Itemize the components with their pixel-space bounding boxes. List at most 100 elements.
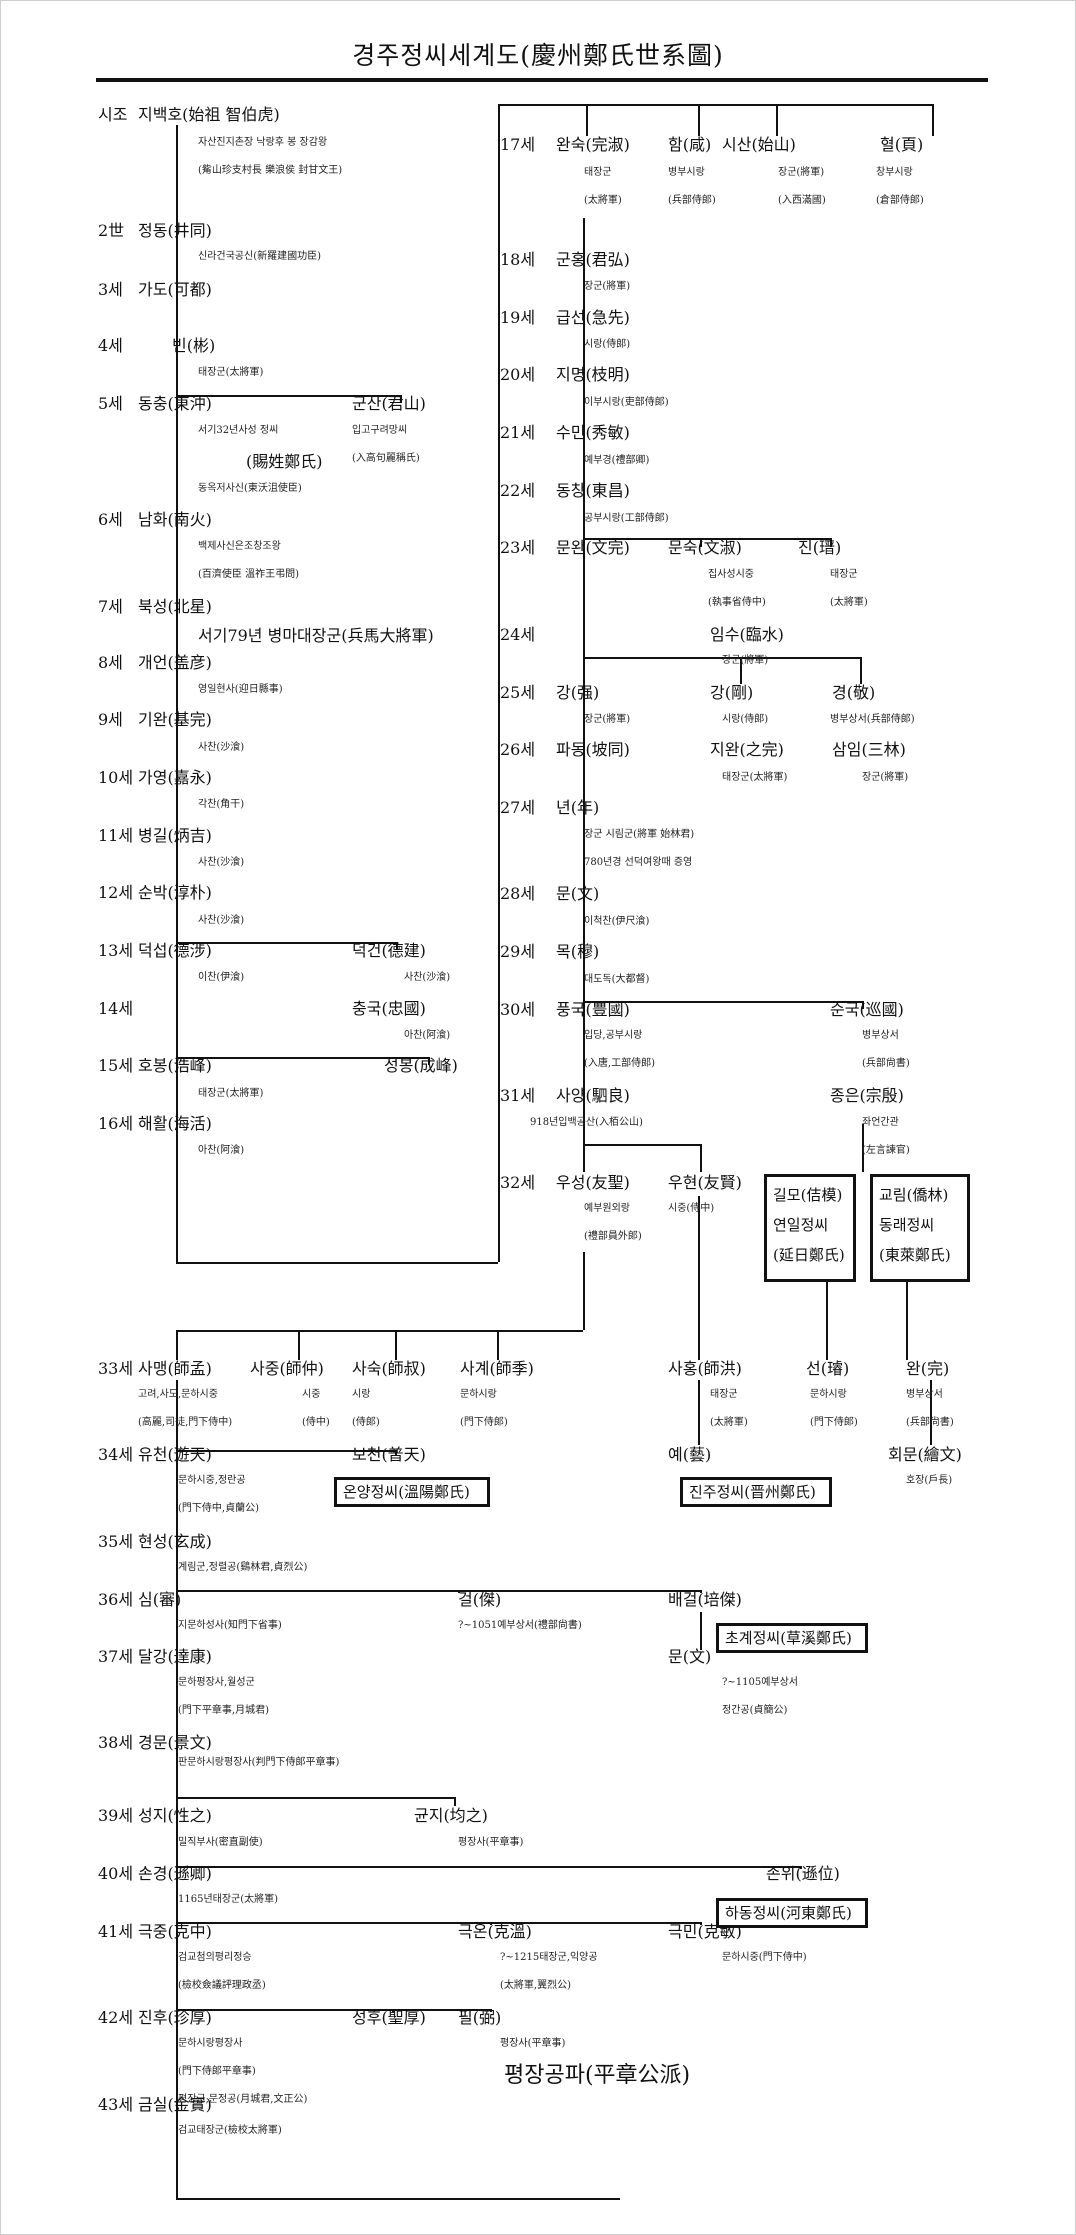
person-name: 충국(忠國)	[352, 999, 426, 1018]
person-title: (太將軍,翼烈公)	[500, 1980, 571, 1991]
annotation-text: (賜姓鄭氏)	[246, 452, 323, 471]
person-title: 태장군(太將軍)	[198, 1088, 264, 1099]
connector-line	[176, 1262, 498, 1264]
generation-label: 8세	[98, 653, 123, 672]
person-name: 문(文)	[556, 884, 600, 903]
connector-line	[176, 1450, 395, 1452]
person-title: 장군(將軍)	[778, 167, 825, 178]
person-name: 병길(炳吉)	[138, 826, 212, 845]
person-title: 장군 시림군(將軍 始林君)	[584, 829, 695, 840]
person-name: 사중(師仲)	[250, 1359, 324, 1378]
person-name: 극온(克溫)	[458, 1922, 532, 1941]
person-name: 성후(聖厚)	[352, 2008, 426, 2027]
connector-line	[176, 1330, 178, 1360]
person-title: 장군(將軍)	[584, 714, 631, 725]
person-name: 함(咸)	[668, 135, 712, 154]
clan-branch-box: 길모(佶模)연일정씨(延日鄭氏)	[764, 1174, 856, 1282]
person-name: 성지(性之)	[138, 1806, 212, 1825]
person-name: 필(弼)	[458, 2008, 502, 2027]
connector-line	[583, 1001, 862, 1003]
person-name: 덕섭(德涉)	[138, 941, 212, 960]
generation-label: 9세	[98, 710, 123, 729]
person-title: 1165년태장군(太將軍)	[178, 1894, 279, 1905]
clan-branch-box: 초계정씨(草溪鄭氏)	[716, 1623, 868, 1653]
connector-line	[740, 657, 742, 684]
generation-label: 7세	[98, 597, 123, 616]
connector-line	[583, 1252, 585, 1290]
connector-line	[862, 1124, 864, 1172]
connector-line	[490, 1922, 492, 1925]
person-name: 기완(基完)	[138, 710, 212, 729]
generation-label: 34세	[98, 1445, 134, 1464]
connector-line	[583, 218, 585, 1172]
generation-label: 25세	[500, 683, 536, 702]
person-title: 동옥저사신(東沃沮使臣)	[198, 483, 302, 494]
person-name: 순박(淳朴)	[138, 883, 212, 902]
person-title: 대도독(大都督)	[584, 974, 650, 985]
connector-line	[176, 1590, 700, 1592]
person-title: 태장군	[830, 569, 858, 580]
connector-line	[176, 1057, 428, 1059]
person-name: 혈(頁)	[880, 135, 924, 154]
generation-label: 15세	[98, 1056, 134, 1075]
connector-line	[698, 1380, 700, 1445]
connector-line	[454, 1797, 456, 1806]
connector-line	[176, 1380, 178, 2200]
generation-label: 17세	[500, 135, 536, 154]
connector-line	[176, 125, 178, 1262]
person-title: (門下侍郞平章事)	[178, 2066, 256, 2077]
connector-line	[700, 1612, 702, 1650]
person-title: ?~1051예부상서(禮部尙書)	[458, 1620, 582, 1631]
person-title: 시랑(侍郞)	[584, 339, 631, 350]
person-title: 문하시랑	[460, 1389, 497, 1400]
person-title: 판문하시랑평장사(判門下侍郞平章事)	[178, 1757, 340, 1768]
person-name: 동창(東昌)	[556, 481, 630, 500]
person-title: 태장군	[710, 1389, 738, 1400]
connector-line	[176, 1866, 800, 1868]
connector-line	[392, 2009, 394, 2012]
person-title: 사찬(沙湌)	[404, 972, 451, 983]
person-title: 병부상서	[862, 1030, 899, 1041]
connector-line	[906, 1282, 908, 1360]
clan-branch-line: 진주정씨(晋州鄭氏)	[689, 1483, 816, 1501]
connector-line	[776, 104, 778, 136]
person-title: 태장군	[584, 167, 612, 178]
person-name: 진(瑨)	[798, 538, 842, 557]
clan-branch-line: 길모(佶模)	[773, 1186, 843, 1204]
clan-branch-box: 진주정씨(晋州鄭氏)	[680, 1477, 832, 1507]
generation-label: 35세	[98, 1532, 134, 1551]
person-name: 수민(秀敏)	[556, 423, 630, 442]
person-name: 현성(玄成)	[138, 1532, 212, 1551]
person-name: 극중(克中)	[138, 1922, 212, 1941]
person-name: 문숙(文淑)	[668, 538, 742, 557]
person-title: 각찬(角干)	[198, 799, 245, 810]
person-name: 해활(海活)	[138, 1114, 212, 1133]
person-name: 지명(枝明)	[556, 365, 630, 384]
person-title: 시중(侍中)	[668, 1203, 715, 1214]
person-title: 검교태장군(檢校太將軍)	[178, 2125, 282, 2136]
connector-line	[497, 1330, 499, 1360]
person-title: 백제사신은조창조왕	[198, 541, 281, 552]
person-name: 배걸(培傑)	[668, 1590, 742, 1609]
connector-line	[826, 1282, 828, 1360]
generation-label: 39세	[98, 1806, 134, 1825]
person-name: 덕건(德建)	[352, 941, 426, 960]
person-title: (觜山珍支村長 樂浪侯 封甘文王)	[198, 165, 343, 176]
person-title: (入高句麗稱氏)	[352, 453, 420, 464]
person-name: 삼임(三林)	[832, 740, 906, 759]
person-title: 문하시랑평장사	[178, 2038, 243, 2049]
connector-line	[932, 104, 934, 136]
person-name: 문완(文完)	[556, 538, 630, 557]
clan-branch-box: 교림(僑林)동래정씨(東萊鄭氏)	[870, 1174, 970, 1282]
person-title: 계림군,정렬공(鷄林君,貞烈公)	[178, 1562, 308, 1573]
person-title: 신라건국공신(新羅建國功臣)	[198, 251, 322, 262]
connector-line	[176, 395, 400, 397]
person-name: 달강(達康)	[138, 1647, 212, 1666]
person-title: 병부상서(兵部侍郞)	[830, 714, 915, 725]
generation-label: 6세	[98, 510, 123, 529]
person-title: (百濟使臣 溫祚王弔問)	[198, 569, 299, 580]
person-title: 시랑(侍郞)	[722, 714, 769, 725]
person-name: 사맹(師孟)	[138, 1359, 212, 1378]
person-title: 입고구려망씨	[352, 425, 408, 436]
clan-branch-line: 동래정씨	[879, 1216, 935, 1234]
